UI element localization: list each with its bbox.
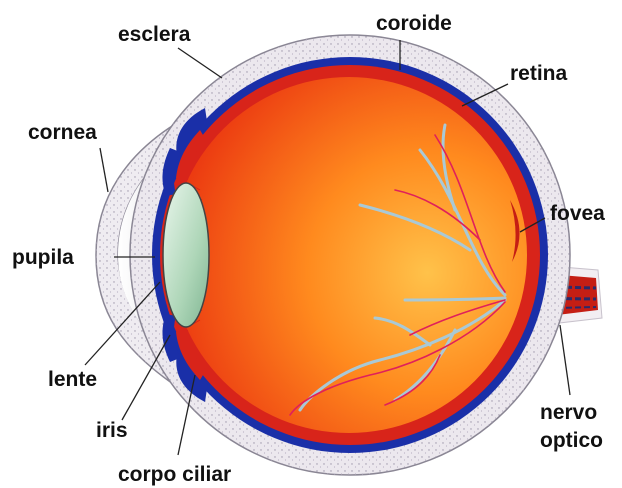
label-iris: iris (96, 420, 128, 441)
label-esclera: esclera (118, 24, 190, 45)
label-fovea: fovea (550, 203, 605, 224)
label-nervo-optico-line1: nervo (540, 402, 597, 423)
vitreous-body (171, 77, 527, 433)
lens (163, 183, 209, 327)
label-lente: lente (48, 369, 97, 390)
label-cornea: cornea (28, 122, 97, 143)
label-retina: retina (510, 63, 567, 84)
label-corpo-ciliar: corpo ciliar (118, 464, 231, 485)
label-nervo-optico-line2: optico (540, 430, 603, 451)
label-coroide: coroide (376, 13, 452, 34)
label-pupila: pupila (12, 247, 74, 268)
